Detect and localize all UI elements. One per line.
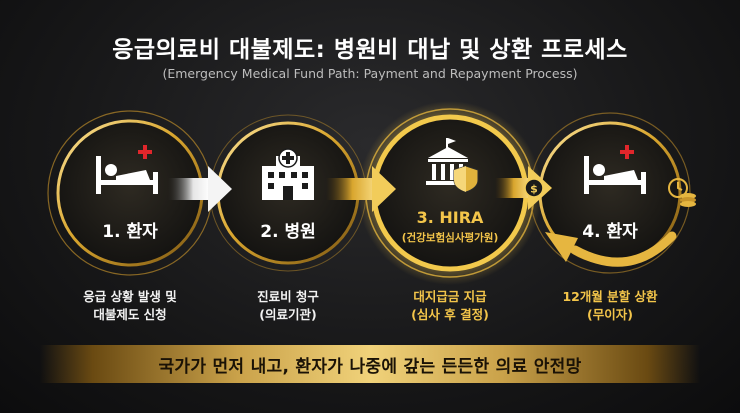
patient-bed-icon [96,145,158,194]
step-2-caption: 진료비 청구 (의료기관) [257,289,319,322]
arrow-step2-to-step3 [326,166,396,212]
summary-banner: 국가가 먼저 내고, 환자가 나중에 갚는 든든한 의료 안전망 [40,345,700,383]
patient-bed-icon-repay [584,145,646,194]
step-3-label: 3. HIRA [416,208,484,227]
step-4-caption: 12개월 분할 상환 (무이자) [562,289,658,322]
step-4-node [529,112,691,274]
government-building-icon [426,138,479,193]
step-3-caption: 대지급금 지급 (심사 후 결정) [411,289,489,322]
step-1-caption: 응급 상황 발생 및 대불제도 신청 [83,289,177,322]
arrow-step3-to-step4: $ [495,166,552,210]
step-2-label: 2. 병원 [260,222,316,242]
step-3-sublabel: (건강보험심사평가원) [401,232,499,244]
arrow-step1-to-step2 [168,166,232,212]
step-1-label: 1. 환자 [102,222,158,242]
coin-icon [524,178,544,198]
step-3-node [358,101,542,285]
step-4-label: 4. 환자 [582,222,638,242]
clock-coins-icon [668,178,696,207]
summary-banner-text: 국가가 먼저 내고, 환자가 나중에 갚는 든든한 의료 안전망 [158,356,582,377]
page-subtitle: (Emergency Medical Fund Path: Payment an… [162,66,578,81]
svg-text:$: $ [530,183,538,196]
repayment-return-arrow [545,231,677,267]
hospital-icon [262,148,314,200]
page-title: 응급의료비 대불제도: 병원비 대납 및 상환 프로세스 [112,37,628,63]
